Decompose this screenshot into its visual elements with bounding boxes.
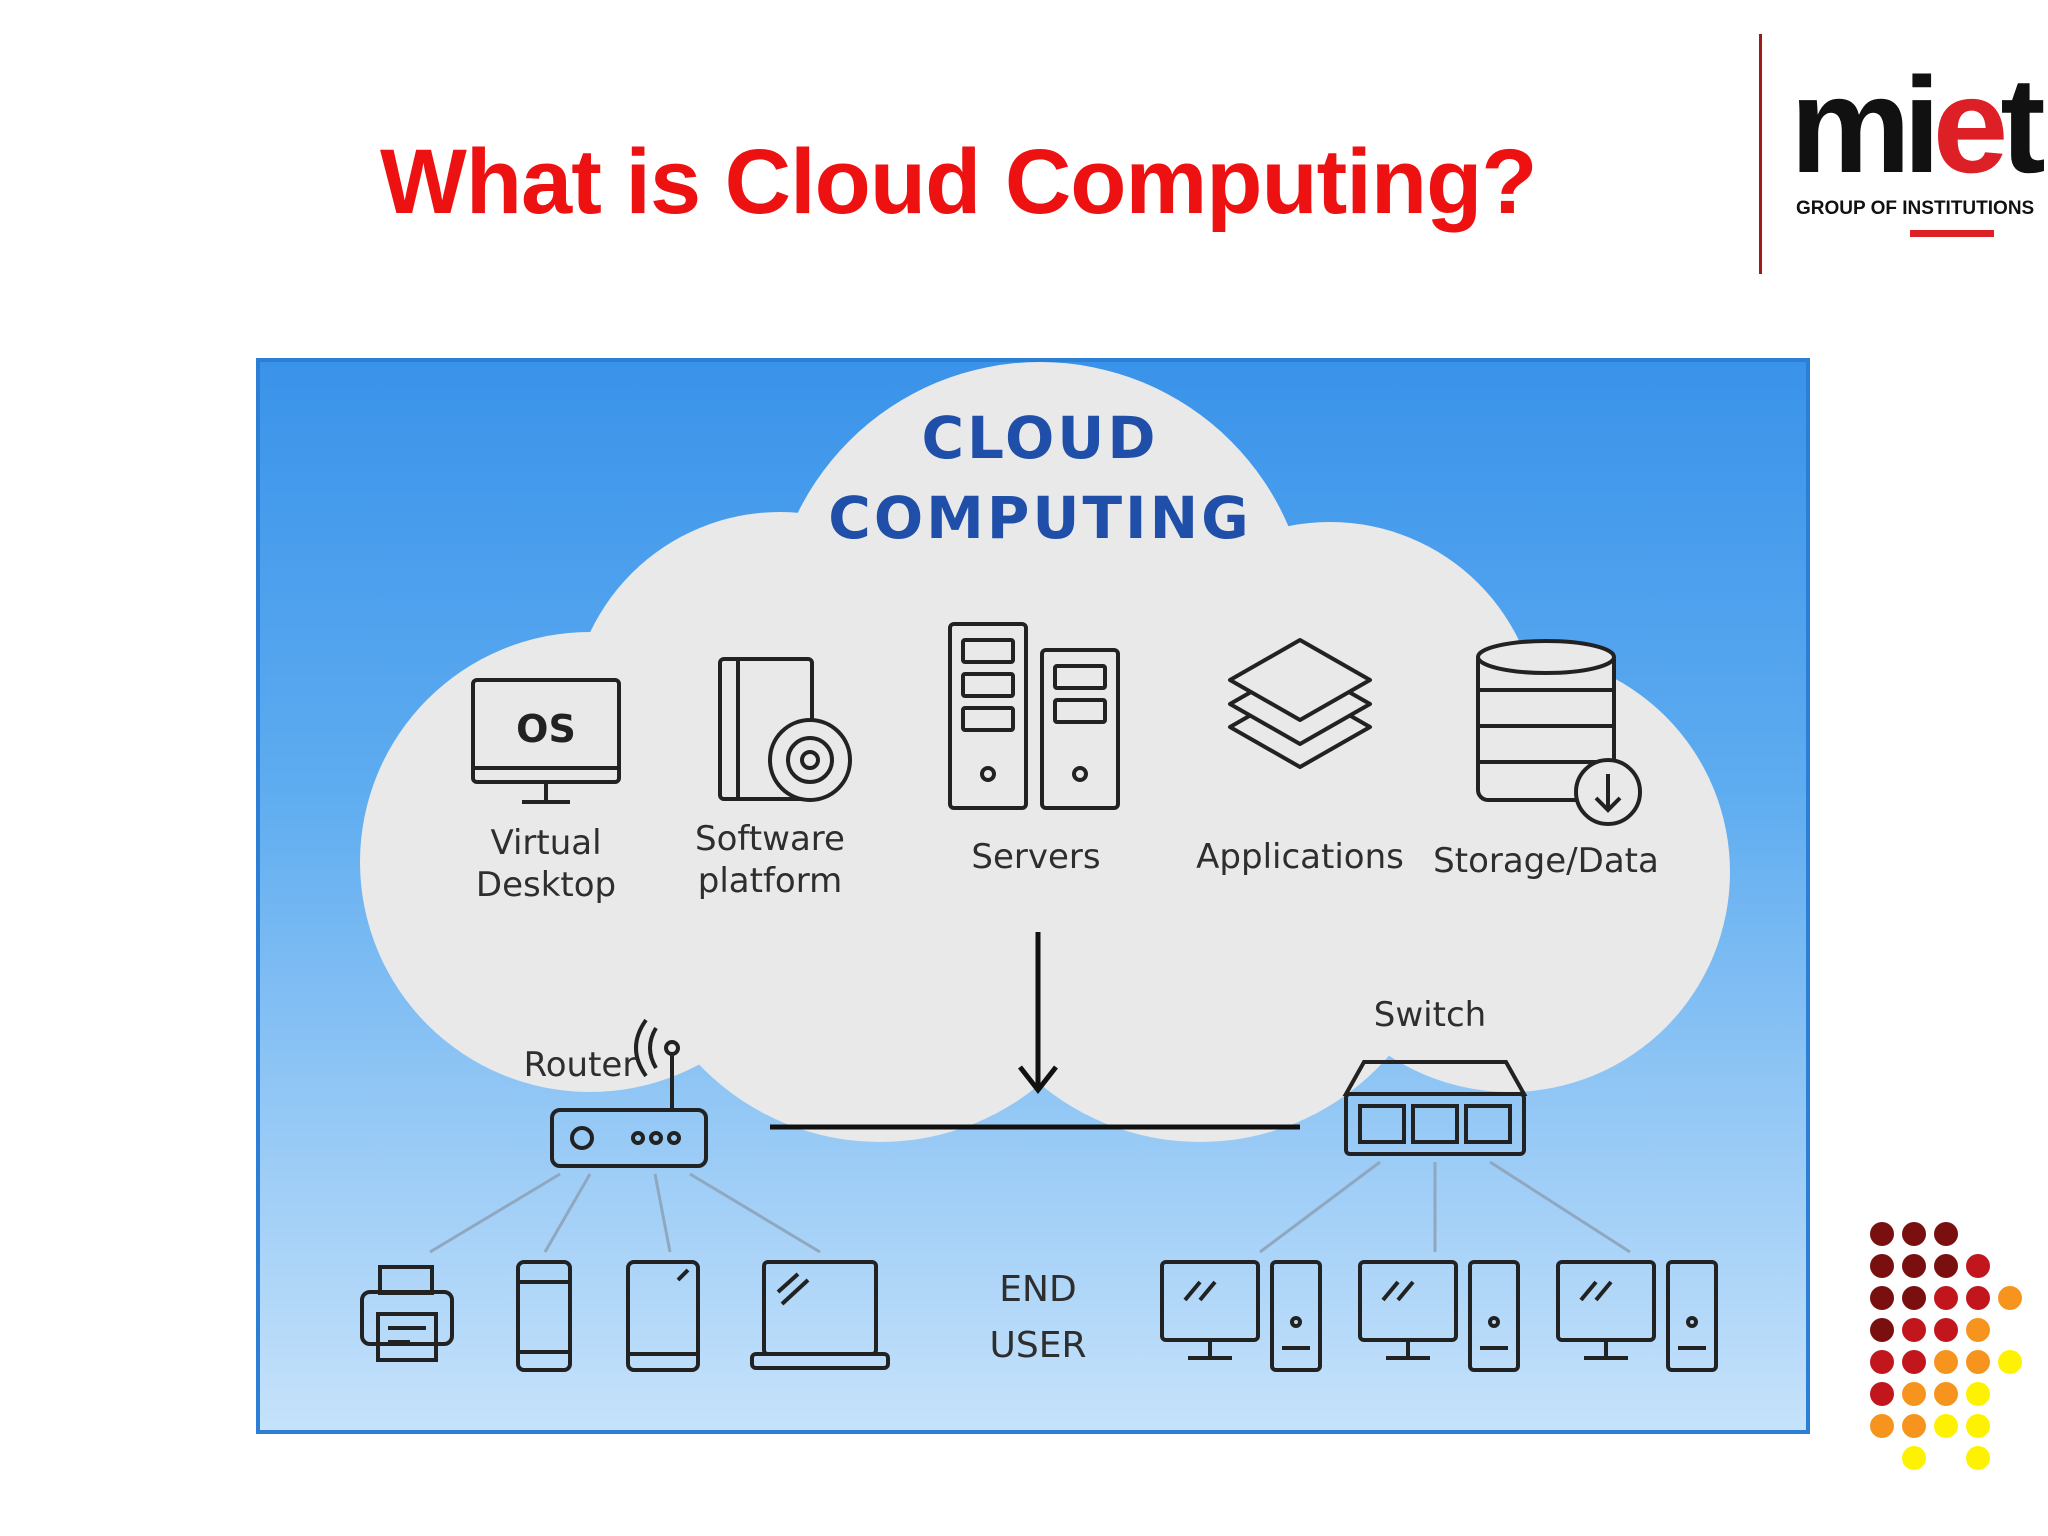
label-virtual-desktop: Virtual Desktop <box>475 823 617 905</box>
decorative-dot <box>1934 1318 1958 1342</box>
desktop-computer-icon <box>1160 1260 1322 1372</box>
decorative-dot <box>1966 1382 1990 1406</box>
label-software-platform: Software platform <box>695 819 845 901</box>
decorative-dot <box>1902 1382 1926 1406</box>
miet-logo: miet GROUP OF INSTITUTIONS <box>1790 57 2046 250</box>
decorative-dot <box>1870 1350 1894 1374</box>
desktop-computer-icon <box>1358 1260 1520 1372</box>
label-router: Router <box>523 1045 637 1085</box>
cloud-title-line1: CLOUD <box>921 404 1159 472</box>
decorative-dot <box>1966 1318 1990 1342</box>
diagram-graphics: OS <box>360 362 1730 1372</box>
decorative-dot <box>1934 1414 1958 1438</box>
decorative-dot <box>1966 1446 1990 1470</box>
decorative-dot <box>1902 1222 1926 1246</box>
smartphone-icon <box>516 1260 572 1372</box>
label-end-user: END USER <box>989 1269 1087 1366</box>
decorative-dot <box>1966 1254 1990 1278</box>
software-disc-icon <box>718 657 852 802</box>
tablet-icon <box>626 1260 700 1372</box>
svg-text:OS: OS <box>516 707 576 751</box>
decorative-dot <box>1934 1222 1958 1246</box>
device-connectors <box>429 1160 1631 1254</box>
label-switch: Switch <box>1373 995 1487 1035</box>
decorative-dot <box>1870 1382 1894 1406</box>
server-towers-icon <box>948 622 1120 810</box>
database-download-icon <box>1476 639 1642 826</box>
slide-title: What is Cloud Computing? <box>380 131 1537 233</box>
decorative-dot <box>1934 1254 1958 1278</box>
decorative-dot <box>1966 1286 1990 1310</box>
decorative-dot <box>1870 1414 1894 1438</box>
monitor-os-icon: OS <box>471 678 621 804</box>
decorative-dot <box>1902 1350 1926 1374</box>
decorative-dot <box>1870 1254 1894 1278</box>
printer-icon <box>360 1265 454 1362</box>
label-storage-data: Storage/Data <box>1433 841 1659 881</box>
decorative-dot <box>1870 1222 1894 1246</box>
logo-wordmark: miet <box>1790 49 2046 201</box>
logo-underline <box>1910 230 1994 237</box>
layers-icon <box>1228 638 1372 769</box>
label-servers: Servers <box>971 837 1101 877</box>
arrow-down-icon <box>1018 932 1058 1095</box>
decorative-dot <box>1870 1318 1894 1342</box>
router-icon <box>550 1018 708 1168</box>
decorative-dot-pattern <box>1870 1222 2048 1532</box>
laptop-icon <box>750 1260 890 1370</box>
logo-divider <box>1759 34 1762 274</box>
logo-subtitle: GROUP OF INSTITUTIONS <box>1796 198 2035 219</box>
decorative-dot <box>1998 1286 2022 1310</box>
decorative-dot <box>1966 1350 1990 1374</box>
cloud-computing-diagram: OS <box>256 358 1810 1434</box>
decorative-dot <box>1902 1414 1926 1438</box>
decorative-dot <box>1934 1286 1958 1310</box>
decorative-dot <box>1934 1350 1958 1374</box>
decorative-dot <box>1870 1286 1894 1310</box>
decorative-dot <box>1902 1318 1926 1342</box>
decorative-dot <box>1902 1254 1926 1278</box>
decorative-dot <box>1902 1446 1926 1470</box>
decorative-dot <box>1998 1350 2022 1374</box>
switch-icon <box>1342 1060 1528 1156</box>
cloud-title-line2: COMPUTING <box>828 484 1252 552</box>
decorative-dot <box>1966 1414 1990 1438</box>
decorative-dot <box>1902 1286 1926 1310</box>
decorative-dot <box>1934 1382 1958 1406</box>
desktop-computer-icon <box>1556 1260 1718 1372</box>
label-applications: Applications <box>1196 837 1404 877</box>
